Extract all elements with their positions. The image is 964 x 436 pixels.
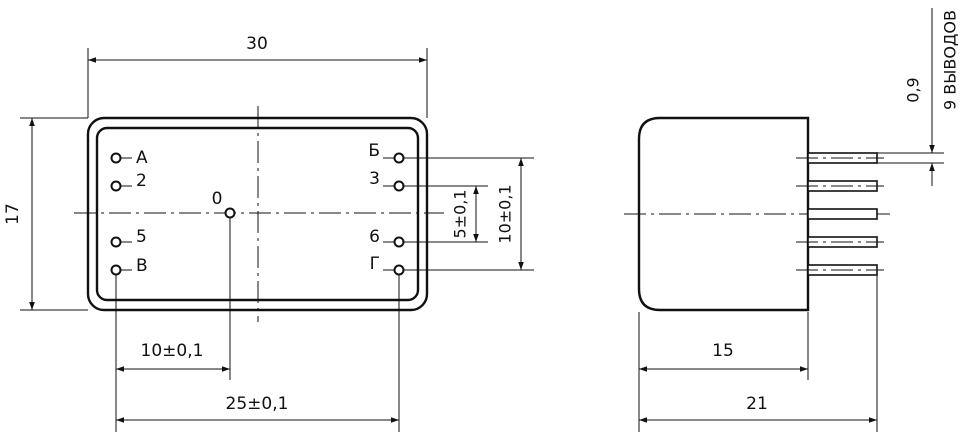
pin-hole-b: [393, 152, 405, 164]
pin-hole-2: [110, 180, 122, 192]
dim-height: 17: [3, 117, 88, 311]
pin-hole-g: [393, 264, 405, 276]
pin-label-3: 3: [369, 169, 380, 189]
side-body: [637, 116, 810, 312]
left-pin-column: [110, 152, 132, 276]
dim-pitch-large-label: 10±0,1: [496, 184, 515, 243]
dim-body-length-label: 15: [712, 341, 734, 361]
dim-lead-diameter: 0,9 9 ВЫВОДОВ: [877, 8, 960, 186]
lead-3: [807, 208, 878, 220]
pin-hole-3: [393, 180, 405, 192]
pin-label-0: 0: [212, 189, 223, 209]
dim-lead-count-note: 9 ВЫВОДОВ: [941, 10, 960, 110]
pin-label-g: Г: [370, 254, 380, 274]
pin-hole-a: [110, 152, 122, 164]
pin-hole-6: [393, 236, 405, 248]
side-leads: [796, 152, 884, 276]
pin-hole-0: [224, 207, 236, 219]
dim-width-label: 30: [246, 34, 268, 54]
pin-label-5: 5: [136, 227, 147, 247]
dim-pin-span-label: 25±0,1: [226, 394, 289, 414]
dim-lead-diameter-label: 0,9: [904, 77, 923, 102]
pin-label-v: В: [136, 256, 148, 276]
dim-width: 30: [87, 34, 428, 118]
front-view: А 2 5 В Б 3 6 Г 0 30: [3, 34, 534, 432]
dim-pitch-large: 10±0,1: [403, 157, 534, 271]
pin-label-6: 6: [369, 227, 380, 247]
dim-offset-center: 10±0,1: [115, 218, 231, 380]
dim-pin-span: 25±0,1: [115, 275, 400, 432]
pin-label-a: А: [136, 148, 148, 168]
pin-label-b: Б: [368, 141, 380, 161]
dim-pitch-small-label: 5±0,1: [451, 189, 470, 238]
dim-height-label: 17: [3, 203, 23, 225]
dim-total-length: 21: [639, 276, 878, 432]
dim-body-length: 15: [638, 312, 809, 432]
right-pin-column: [383, 152, 405, 276]
dim-pitch-small: 5±0,1: [403, 185, 488, 243]
dim-total-length-label: 21: [746, 394, 768, 414]
pin-hole-5: [110, 236, 122, 248]
dim-offset-center-label: 10±0,1: [141, 341, 204, 361]
side-view: 0,9 9 ВЫВОДОВ 15 21: [624, 8, 960, 432]
pin-hole-v: [110, 264, 122, 276]
pin-label-2: 2: [136, 171, 147, 191]
